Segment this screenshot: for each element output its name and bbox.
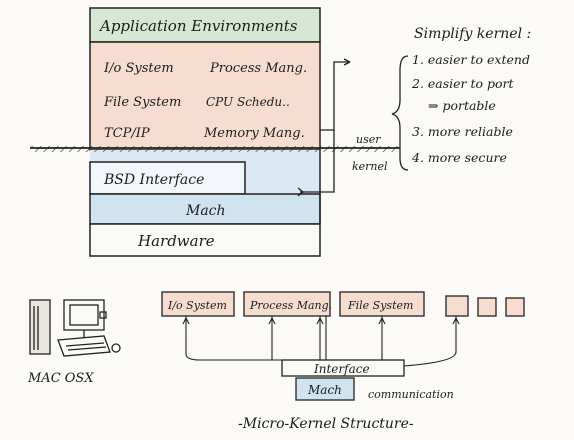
cpu-sched-label: CPU Schedu.. (206, 95, 290, 109)
tcpip-label: TCP/IP (104, 126, 150, 141)
process-mang-label: Process Mang. (209, 61, 307, 76)
simplify-title: Simplify kernel : (414, 26, 531, 42)
hardware-label: Hardware (137, 232, 215, 250)
micro-mach-label: Mach (307, 383, 342, 397)
simplify-item-2b: ⇒ portable (428, 98, 496, 113)
micro-kernel-caption: -Micro-Kernel Structure- (238, 416, 414, 432)
user-kernel-boundary (30, 146, 400, 152)
user-label: user (356, 133, 381, 146)
file-system-label: File System (103, 95, 181, 110)
notes-brace (392, 56, 408, 170)
micro-io-system-label: I/o System (167, 299, 227, 312)
simplify-item-3: 3. more reliable (412, 124, 513, 139)
micro-file-system-label: File System (347, 299, 413, 312)
micro-interface-label: Interface (313, 362, 370, 376)
bsd-interface-label: BSD Interface (103, 172, 204, 188)
memory-mang-label: Memory Mang. (203, 126, 305, 141)
micro-extra-box-1 (446, 296, 468, 316)
kernel-label: kernel (352, 160, 388, 173)
io-system-label: I/o System (103, 61, 174, 76)
app-env-label: Application Environments (98, 17, 298, 35)
simplify-item-4: 4. more secure (411, 150, 507, 165)
simplify-item-2: 2. easier to port (411, 76, 515, 91)
micro-extra-box-3 (506, 298, 524, 316)
mac-computer-sketch (30, 300, 120, 356)
mach-label: Mach (185, 203, 226, 219)
simplify-kernel-notes: Simplify kernel : 1. easier to extend 2.… (411, 26, 531, 165)
mac-label: MAC OSX (27, 371, 94, 386)
micro-extra-box-2 (478, 298, 496, 316)
simplify-item-1: 1. easier to extend (412, 52, 530, 67)
micro-process-mang-label: Process Mang. (249, 299, 332, 312)
communication-label: communication (368, 388, 454, 401)
communication-arrows (183, 316, 459, 366)
